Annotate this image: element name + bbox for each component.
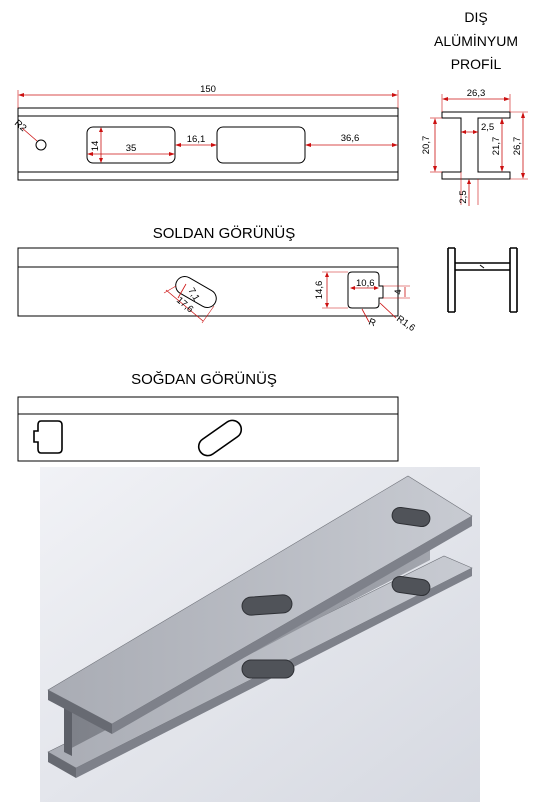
top-view-outline (17, 107, 399, 181)
render-3d (40, 467, 480, 802)
dim-notch-width: 10,6 (356, 278, 375, 289)
dim-notch-height: 14,6 (314, 281, 325, 300)
dim-overall-length: 150 (200, 84, 216, 95)
dim-corner-radius: R1,6 (394, 313, 417, 334)
notched-slot (347, 271, 384, 309)
dim-web-thickness: 2,5 (481, 122, 494, 133)
slot-3d-4 (241, 659, 295, 679)
left-view-outline (17, 247, 399, 317)
slot-3d-1 (391, 506, 431, 528)
right-view-title: SOĞDAN GÖRÜNÜŞ (131, 370, 277, 388)
profile-title-line-1: DIŞ (464, 9, 487, 25)
dim-slot-height: 14 (90, 141, 101, 152)
profile-title-line-2: ALÜMİNYUM (434, 32, 518, 49)
top-view: 150 R2 14 35 16,1 36,6 (12, 84, 399, 181)
dim-height-outer: 26,7 (512, 137, 523, 156)
dim-section-width: 26,3 (467, 88, 486, 99)
dim-slot-end-offset: 36,6 (341, 133, 360, 144)
side-profile-outline (447, 247, 518, 313)
dim-height-inner-left: 20,7 (421, 136, 432, 155)
side-profile (447, 247, 518, 313)
slot-3d-2 (241, 594, 293, 616)
web-end (64, 700, 72, 756)
dim-flange-thickness: 2,5 (458, 190, 469, 203)
profile-title-line-3: PROFİL (451, 55, 502, 72)
slot-3d-3 (391, 575, 431, 597)
mounting-hole (35, 139, 47, 151)
right-view-outline (17, 396, 399, 462)
right-view (17, 396, 399, 462)
dim-height-inner-right: 21,7 (491, 137, 502, 156)
dim-slot-offset: 35 (126, 143, 137, 154)
top-flange-end (48, 690, 112, 734)
section-view: 26,3 2,5 20,7 21,7 26,7 2,5 (421, 88, 528, 206)
left-view-title: SOLDAN GÖRÜNÜŞ (153, 224, 296, 242)
angled-slot (175, 276, 217, 308)
slot-right (216, 126, 306, 164)
angled-slot-mirrored (197, 419, 243, 457)
dim-radius: R (367, 316, 377, 329)
profile-title: DIŞ ALÜMİNYUM PROFİL (434, 9, 518, 72)
left-view: 7,1 17,6 14,6 10,6 4 R R1,6 (17, 247, 417, 334)
notched-slot-mirrored (33, 420, 63, 454)
bottom-flange-end (48, 752, 76, 778)
top-flange-edge (112, 516, 472, 734)
dim-notch-depth: 4 (393, 289, 404, 294)
dim-slot-gap: 16,1 (187, 134, 206, 145)
